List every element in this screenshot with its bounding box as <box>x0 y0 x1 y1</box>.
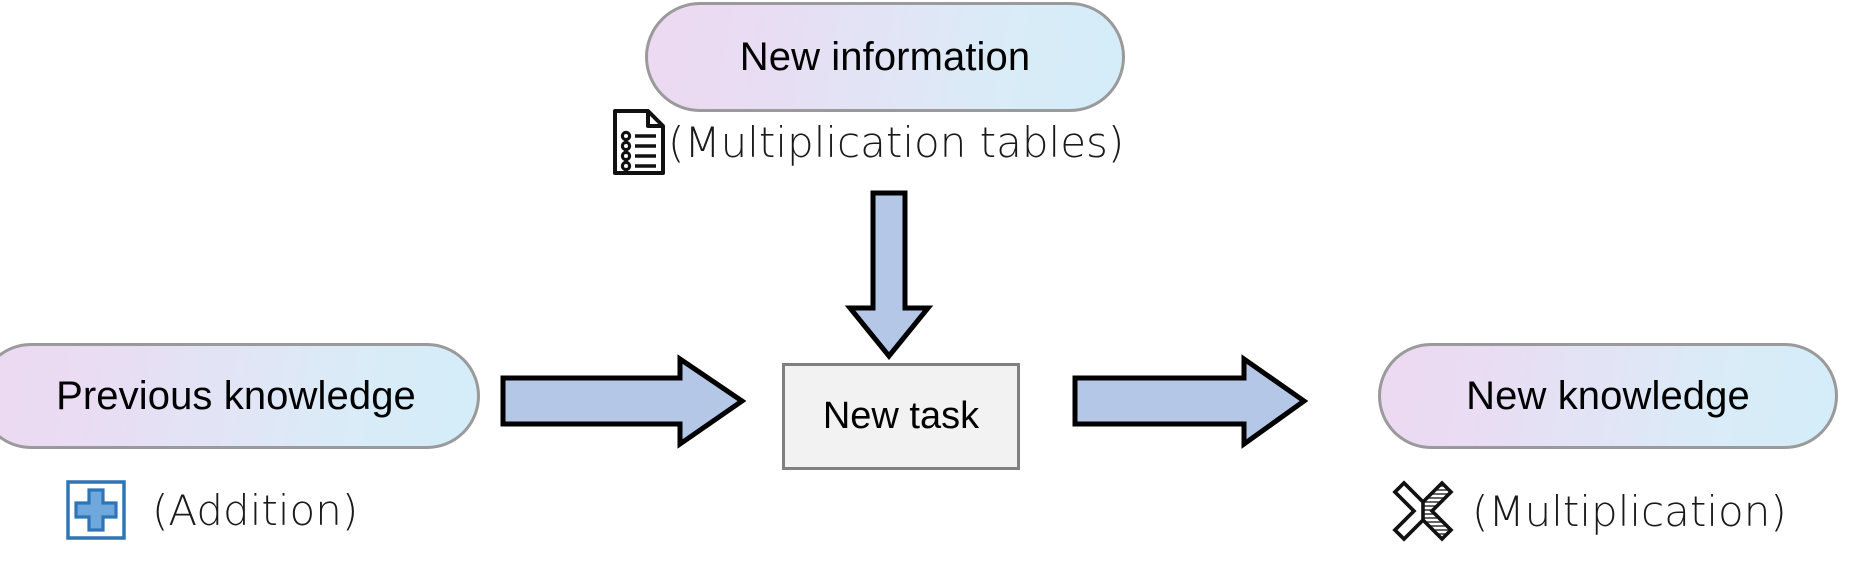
document-list-icon <box>612 108 666 176</box>
caption-addition-label: (Addition) <box>152 485 359 535</box>
node-new-knowledge-label: New knowledge <box>1466 373 1750 418</box>
plus-square-icon <box>66 480 126 540</box>
arrow-right-to-task-icon <box>500 354 747 449</box>
node-new-information[interactable]: New information <box>645 2 1125 112</box>
multiply-x-icon <box>1392 480 1454 542</box>
node-previous-knowledge[interactable]: Previous knowledge <box>0 343 480 449</box>
caption-multiplication-label: (Multiplication) <box>1472 486 1787 536</box>
node-new-task[interactable]: New task <box>782 363 1020 470</box>
caption-multiplication-tables-label: (Multiplication tables) <box>668 117 1125 167</box>
caption-multiplication: (Multiplication) <box>1392 480 1787 542</box>
caption-addition: (Addition) <box>66 480 358 540</box>
node-new-information-label: New information <box>739 34 1031 79</box>
node-new-knowledge[interactable]: New knowledge <box>1378 343 1838 449</box>
node-new-task-label: New task <box>822 395 980 437</box>
node-previous-knowledge-label: Previous knowledge <box>56 373 416 418</box>
arrow-down-icon <box>844 190 934 360</box>
caption-multiplication-tables: (Multiplication tables) <box>612 108 1124 176</box>
arrow-task-to-knowledge-icon <box>1072 354 1309 449</box>
